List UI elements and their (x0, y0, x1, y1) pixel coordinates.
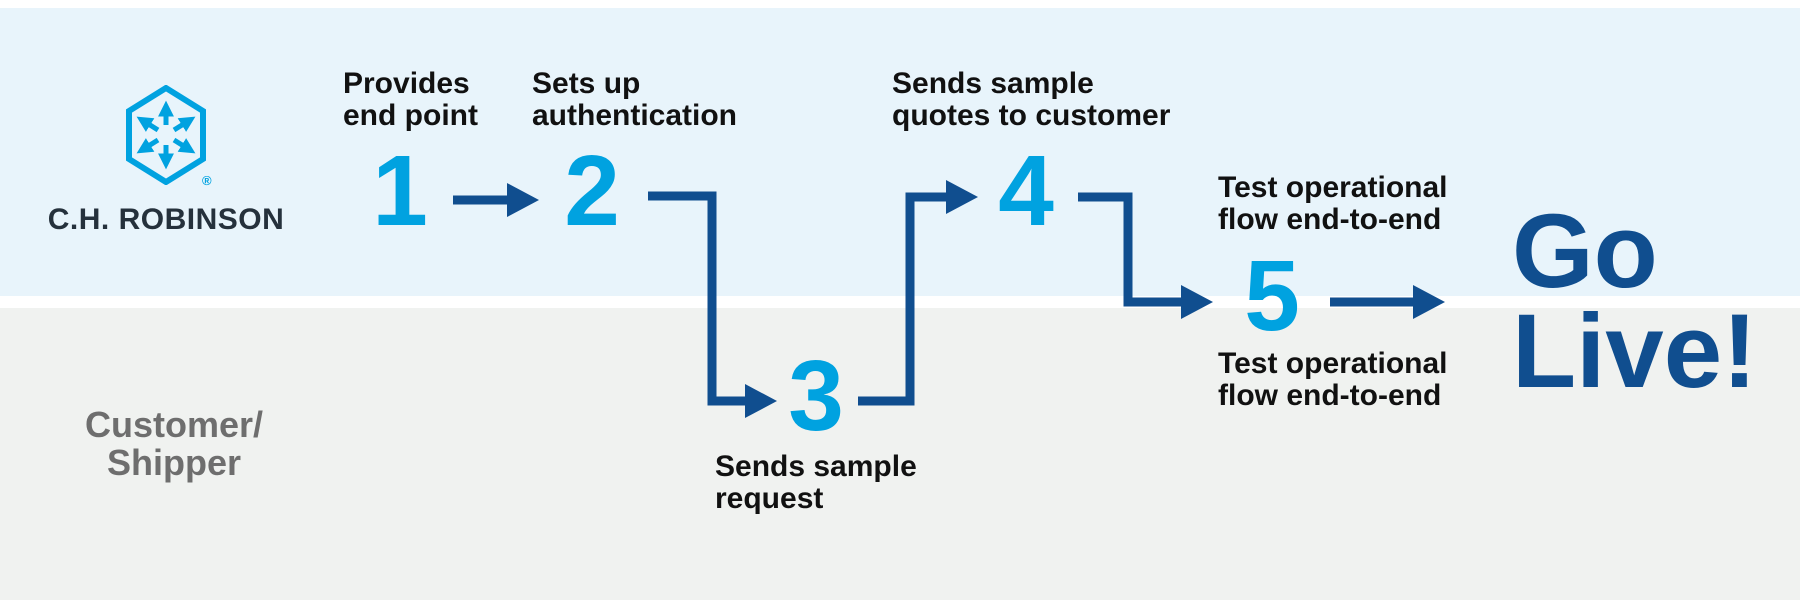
step-1-label: Provides end point (343, 67, 478, 132)
arrowhead-2 (745, 384, 777, 418)
arrowhead-4 (1181, 285, 1213, 319)
step-2-number: 2 (564, 135, 620, 247)
hexagon-arrows-icon (126, 85, 206, 185)
arrowhead-3 (946, 180, 978, 214)
step-1-number: 1 (372, 135, 428, 247)
arrow-3-to-4 (858, 192, 946, 406)
step-3-label: Sends sample request (715, 450, 917, 515)
arrowhead-1 (507, 183, 539, 217)
step-4-number: 4 (998, 135, 1054, 247)
arrow-4-to-5 (1078, 192, 1181, 307)
go-live-text: Go Live! (1512, 193, 1758, 410)
step-4-label: Sends sample quotes to customer (892, 67, 1171, 132)
chr-wordmark: C.H. ROBINSON (47, 203, 285, 236)
arrow-2-to-3 (648, 191, 745, 406)
step-2-label: Sets up authentication (532, 67, 738, 132)
lane-ch-robinson (0, 8, 1800, 296)
step-5-label-below: Test operational flow end-to-end (1218, 347, 1448, 412)
registered-trademark-icon: ® (202, 173, 212, 188)
arrowhead-5 (1413, 285, 1445, 319)
chr-logo: ® C.H. ROBINSON (26, 85, 306, 237)
lane-customer-shipper (0, 308, 1800, 600)
lane-label-customer-shipper: Customer/ Shipper (84, 404, 264, 483)
step-5-number: 5 (1244, 240, 1300, 352)
step-3-number: 3 (788, 340, 844, 452)
step-5-label-above: Test operational flow end-to-end (1218, 171, 1448, 236)
